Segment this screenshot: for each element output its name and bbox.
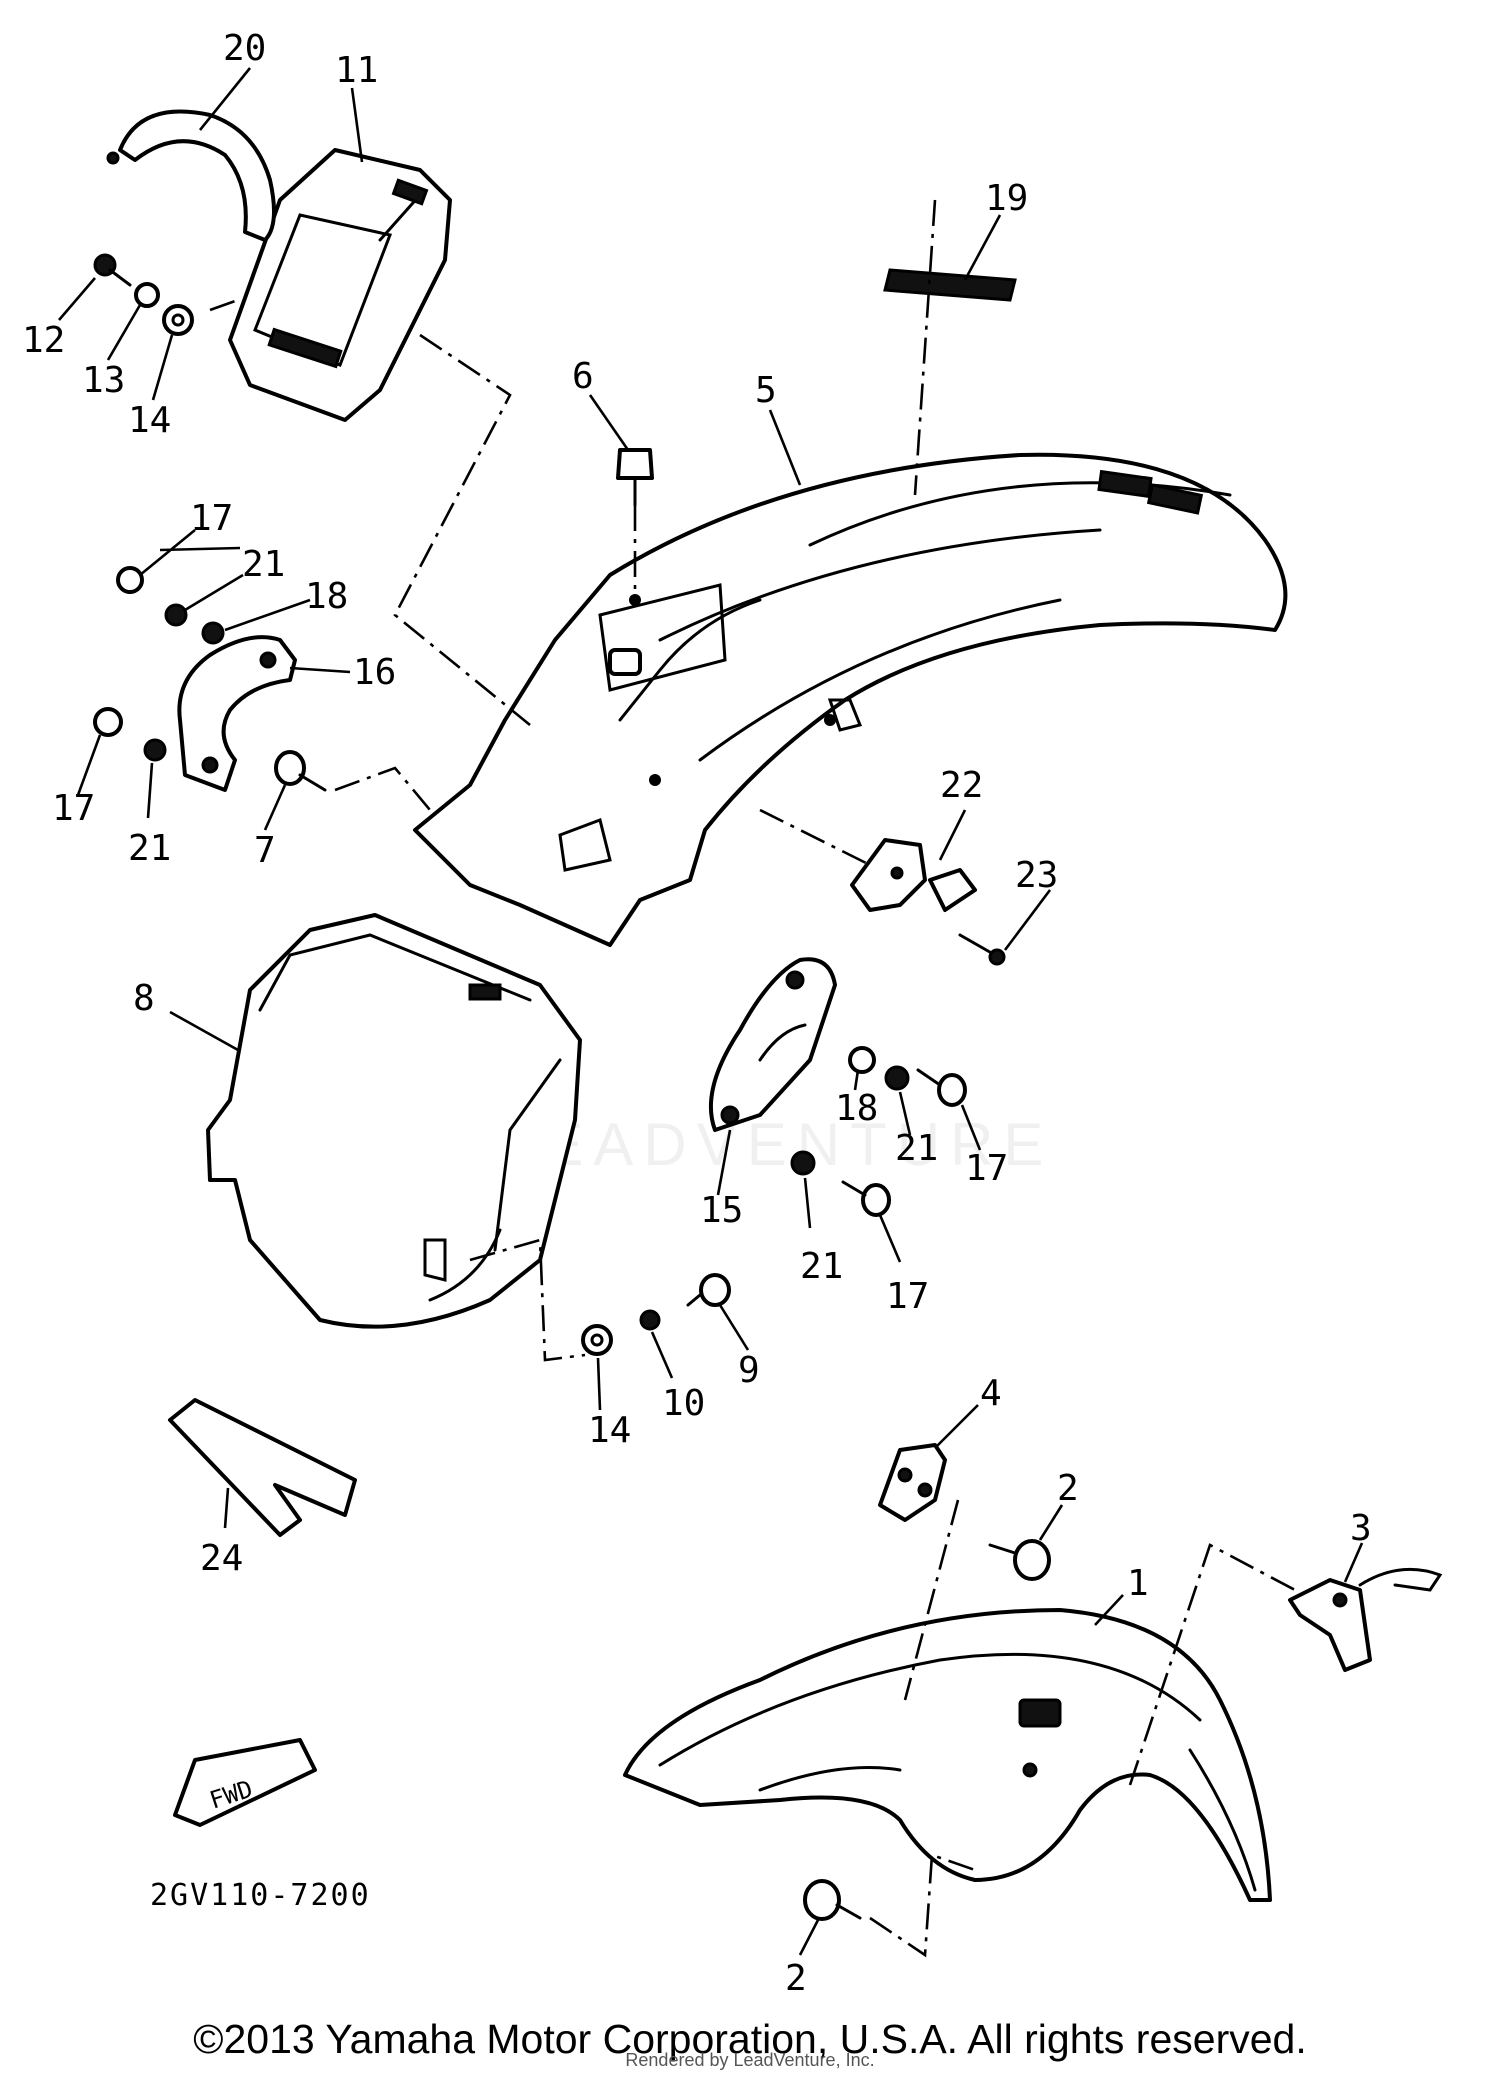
washer-21d xyxy=(790,1150,816,1176)
bracket-16 xyxy=(177,635,297,792)
copyright-notice: ©2013 Yamaha Motor Corporation, U.S.A. A… xyxy=(193,2016,1307,2062)
inner-fender-8 xyxy=(206,913,582,1329)
callout-14-lower: 14 xyxy=(588,1410,631,1451)
rendered-by: Rendered by LeadVenture, Inc. xyxy=(625,2050,875,2070)
bolt-6 xyxy=(616,448,654,507)
callout-18-top: 18 xyxy=(305,576,348,617)
callout-22: 22 xyxy=(940,765,983,806)
nut-17a xyxy=(116,566,144,594)
bolt-12 xyxy=(93,253,132,287)
callout-6: 6 xyxy=(572,356,594,397)
plate-24 xyxy=(168,1398,357,1537)
callout-1: 1 xyxy=(1127,1563,1149,1604)
watermark: LEADVENTURE xyxy=(500,1111,1054,1178)
bolt-2a xyxy=(988,1539,1051,1581)
callout-21-top: 21 xyxy=(242,544,285,585)
callout-5: 5 xyxy=(755,370,777,411)
callout-23: 23 xyxy=(1015,855,1058,896)
callout-24: 24 xyxy=(200,1538,243,1579)
callout-12: 12 xyxy=(22,320,65,361)
emblem-19 xyxy=(883,268,1017,302)
callout-2-bottom: 2 xyxy=(785,1958,807,1999)
callout-3: 3 xyxy=(1350,1508,1372,1549)
tail-bracket-11 xyxy=(228,148,452,422)
callout-8: 8 xyxy=(133,978,155,1019)
callout-11: 11 xyxy=(335,50,378,91)
callout-13: 13 xyxy=(82,360,125,401)
bolt-23 xyxy=(958,933,1006,966)
front-fender-1 xyxy=(623,1608,1272,1902)
washer-21c xyxy=(884,1065,910,1091)
callout-17-left: 17 xyxy=(52,788,95,829)
callout-17-lower: 17 xyxy=(886,1276,929,1317)
washer-14b xyxy=(581,1324,613,1356)
callout-18-right: 18 xyxy=(835,1088,878,1129)
bracket-4 xyxy=(878,1443,947,1522)
callout-17-top: 17 xyxy=(190,498,233,539)
washer-21b xyxy=(143,738,167,762)
fwd-arrow: FWD xyxy=(173,1738,317,1827)
rear-fender xyxy=(413,452,1288,947)
strap-20 xyxy=(118,109,276,242)
callout-21-left: 21 xyxy=(128,828,171,869)
callout-19: 19 xyxy=(985,178,1028,219)
bolt-7 xyxy=(274,750,327,792)
parts-diagram: FWD xyxy=(22,28,1443,1999)
callout-20: 20 xyxy=(223,28,266,69)
nut-17b xyxy=(93,707,123,737)
collar-18a xyxy=(201,621,225,645)
callout-16: 16 xyxy=(353,652,396,693)
washer-13 xyxy=(134,282,160,308)
bolt-17c xyxy=(916,1068,967,1107)
collar-10 xyxy=(639,1309,661,1331)
callout-17-right: 17 xyxy=(965,1148,1008,1189)
part-code: 2GV110-7200 xyxy=(150,1878,371,1913)
callout-4: 4 xyxy=(980,1373,1002,1414)
bracket-3 xyxy=(1288,1567,1443,1672)
bolt-9 xyxy=(686,1273,731,1307)
washer-14a xyxy=(162,304,194,336)
bracket-22 xyxy=(850,838,977,912)
callout-21-right: 21 xyxy=(895,1128,938,1169)
callout-21-lower: 21 xyxy=(800,1246,843,1287)
callout-14: 14 xyxy=(128,400,171,441)
collar-18b xyxy=(848,1046,876,1074)
bolt-17d xyxy=(841,1180,891,1217)
bolt-2b xyxy=(803,1879,862,1921)
callout-9: 9 xyxy=(738,1350,760,1391)
callout-10: 10 xyxy=(662,1383,705,1424)
callout-2-top: 2 xyxy=(1057,1468,1079,1509)
callout-15: 15 xyxy=(700,1190,743,1231)
washer-21a xyxy=(164,603,188,627)
cover-plate-15 xyxy=(708,957,837,1132)
callout-7: 7 xyxy=(254,830,276,871)
